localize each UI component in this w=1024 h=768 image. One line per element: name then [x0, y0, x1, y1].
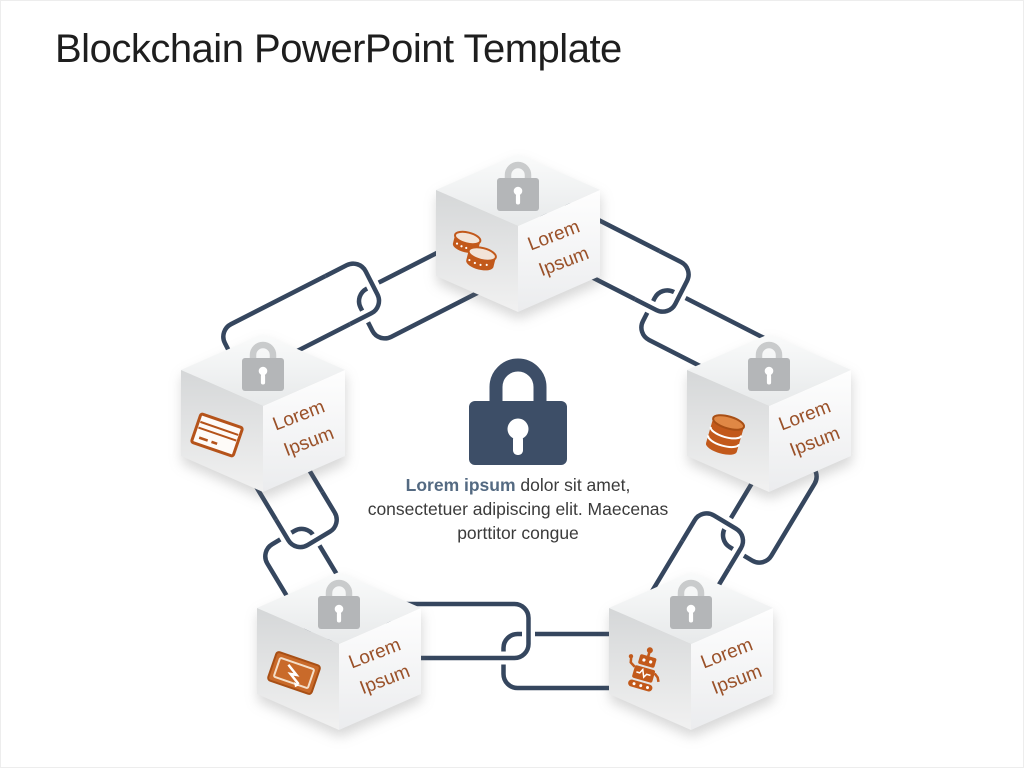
cube-right-face	[339, 608, 421, 730]
padlock-icon	[670, 579, 712, 629]
description-emphasis: Lorem ipsum	[405, 475, 516, 495]
cube-right-face	[769, 370, 851, 492]
cube-right-face	[691, 608, 773, 730]
description-line3: porttitor congue	[457, 523, 579, 544]
robot-icon	[628, 647, 660, 692]
database-icon	[706, 414, 746, 455]
screen-flash-icon	[267, 651, 321, 695]
cube-graphic	[609, 572, 773, 730]
cube-right-face	[263, 370, 345, 492]
cube-graphic	[436, 154, 600, 312]
cube-graphic	[257, 572, 421, 730]
cube-graphic	[687, 334, 851, 492]
coins-icon	[452, 230, 497, 271]
description-line1: dolor sit amet,	[515, 475, 631, 495]
description-line2: consectetuer adipiscing elit. Maecenas	[367, 499, 669, 520]
padlock-icon	[242, 341, 284, 391]
padlock-icon	[497, 161, 539, 211]
cube-graphic	[181, 334, 345, 492]
lock-icon	[469, 358, 567, 465]
padlock-icon	[748, 341, 790, 391]
padlock-icon	[318, 579, 360, 629]
cube-right-face	[518, 190, 600, 312]
center-description: Lorem ipsum dolor sit amet, consectetuer…	[318, 473, 718, 545]
cube-left-face	[609, 608, 691, 730]
slide-title: Blockchain PowerPoint Template	[55, 27, 622, 71]
credit-card-icon	[190, 412, 244, 458]
